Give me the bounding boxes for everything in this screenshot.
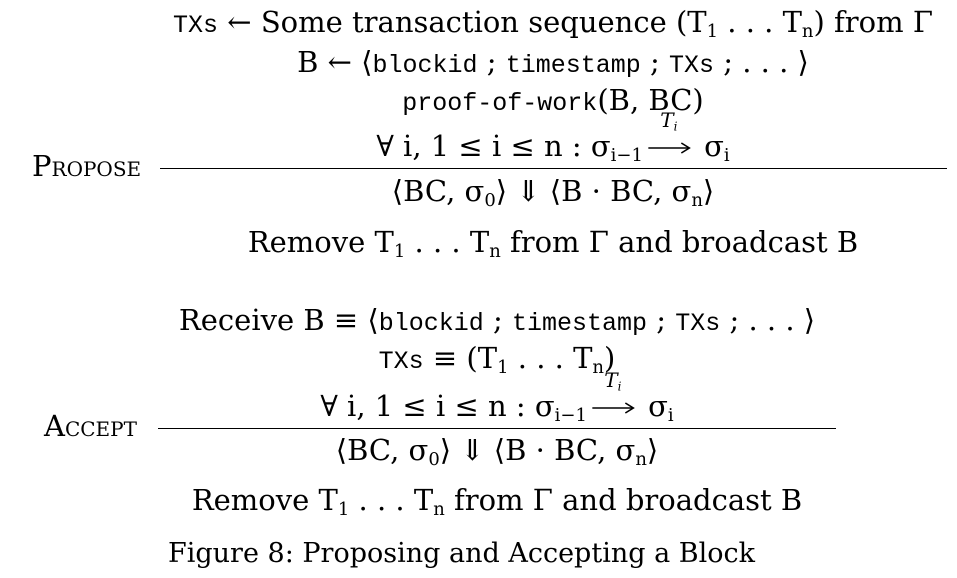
premise-text: σ: [638, 389, 668, 423]
subscript: 1: [337, 499, 350, 521]
premise-text: ∀ i, 1 ≤ i ≤ n : σ: [320, 389, 555, 423]
accept-premise-receive: Receive B ≡ ⟨blockid ; timestamp ; TXs ;…: [178, 303, 816, 338]
premise-text: ; . . . ⟩: [720, 303, 816, 337]
premise-text: (B, BC): [597, 83, 704, 117]
premise-text: ): [603, 341, 616, 375]
side-effect-text: from Γ and broadcast B: [444, 483, 803, 517]
propose-premise-pow: proof-of-work(B, BC): [402, 83, 704, 118]
subscript: 1: [497, 357, 509, 379]
subscript: i: [673, 119, 678, 134]
subscript: i−1: [554, 405, 587, 427]
transition-arrow-icon: Ti: [591, 370, 635, 416]
txs-keyword: TXs: [378, 347, 424, 376]
premise-text: ) from Γ: [813, 5, 933, 39]
propose-premise-block: B ← ⟨blockid ; timestamp ; TXs ; . . . ⟩: [297, 45, 809, 80]
subscript: 1: [393, 241, 406, 263]
premise-text: B ← ⟨: [297, 45, 373, 79]
pow-keyword: proof-of-work: [402, 89, 598, 118]
figure-caption: Figure 8: Proposing and Accepting a Bloc…: [168, 538, 755, 569]
timestamp-keyword: timestamp: [505, 51, 641, 80]
side-effect-text: from Γ and broadcast B: [500, 225, 859, 259]
propose-premise-txs: TXs ← Some transaction sequence (T1 . . …: [173, 5, 933, 41]
txs-keyword: TXs: [173, 11, 219, 40]
conclusion-text: ⟩ ⇓ ⟨B · BC, σ: [495, 174, 692, 208]
propose-conclusion: ⟨BC, σ0⟩ ⇓ ⟨B · BC, σn⟩: [391, 174, 715, 210]
propose-side-effect: Remove T1 . . . Tn from Γ and broadcast …: [247, 225, 859, 261]
subscript: i: [617, 379, 622, 394]
premise-text: Receive B ≡ ⟨: [178, 303, 379, 337]
side-effect-text: Remove T: [247, 225, 394, 259]
subscript: n: [592, 357, 604, 379]
subscript: 0: [484, 190, 496, 212]
premise-text: Some transaction sequence (T: [260, 5, 707, 39]
conclusion-text: ⟨BC, σ: [391, 174, 485, 208]
propose-inference-line: [160, 168, 947, 169]
premise-text: . . . T: [508, 341, 593, 375]
separator: ;: [477, 45, 506, 79]
subscript: 0: [428, 449, 440, 471]
subscript: i−1: [610, 145, 643, 167]
blockid-keyword: blockid: [378, 309, 484, 338]
accept-side-effect: Remove T1 . . . Tn from Γ and broadcast …: [191, 483, 803, 519]
conclusion-text: ⟩ ⇓ ⟨B · BC, σ: [439, 433, 636, 467]
blockid-keyword: blockid: [372, 51, 478, 80]
txs-keyword: TXs: [675, 309, 721, 338]
accept-premise-txs: TXs ≡ (T1 . . . Tn): [378, 341, 616, 377]
subscript: 1: [706, 21, 719, 43]
subscript: n: [489, 241, 501, 263]
separator: ;: [483, 303, 512, 337]
premise-text: ≡ (T: [423, 341, 498, 375]
accept-inference-line: [158, 428, 836, 429]
subscript: n: [801, 21, 814, 43]
subscript: n: [433, 499, 445, 521]
premise-text: ; . . . ⟩: [714, 45, 809, 79]
conclusion-text: ⟨BC, σ: [335, 433, 429, 467]
separator: ;: [640, 45, 670, 79]
conclusion-text: ⟩: [702, 174, 715, 208]
arrow-label: T: [660, 108, 674, 132]
premise-text: ∀ i, 1 ≤ i ≤ n : σ: [376, 129, 611, 163]
side-effect-text: . . . T: [349, 483, 434, 517]
premise-text: . . . T: [718, 5, 802, 39]
transition-arrow-icon: Ti: [647, 110, 691, 156]
subscript: i: [723, 145, 730, 167]
accept-rule-name: Accept: [44, 409, 137, 443]
side-effect-text: . . . T: [405, 225, 490, 259]
subscript: i: [667, 405, 674, 427]
subscript: n: [691, 190, 703, 212]
arrow-label: T: [604, 368, 618, 392]
accept-conclusion: ⟨BC, σ0⟩ ⇓ ⟨B · BC, σn⟩: [335, 433, 659, 469]
txs-keyword: TXs: [669, 51, 715, 80]
premise-text: σ: [694, 129, 724, 163]
conclusion-text: ⟩: [646, 433, 659, 467]
separator: ;: [647, 303, 676, 337]
assign-arrow: ←: [227, 5, 252, 39]
propose-rule-name: Propose: [32, 149, 142, 183]
subscript: n: [635, 449, 647, 471]
side-effect-text: Remove T: [191, 483, 338, 517]
timestamp-keyword: timestamp: [511, 309, 648, 338]
